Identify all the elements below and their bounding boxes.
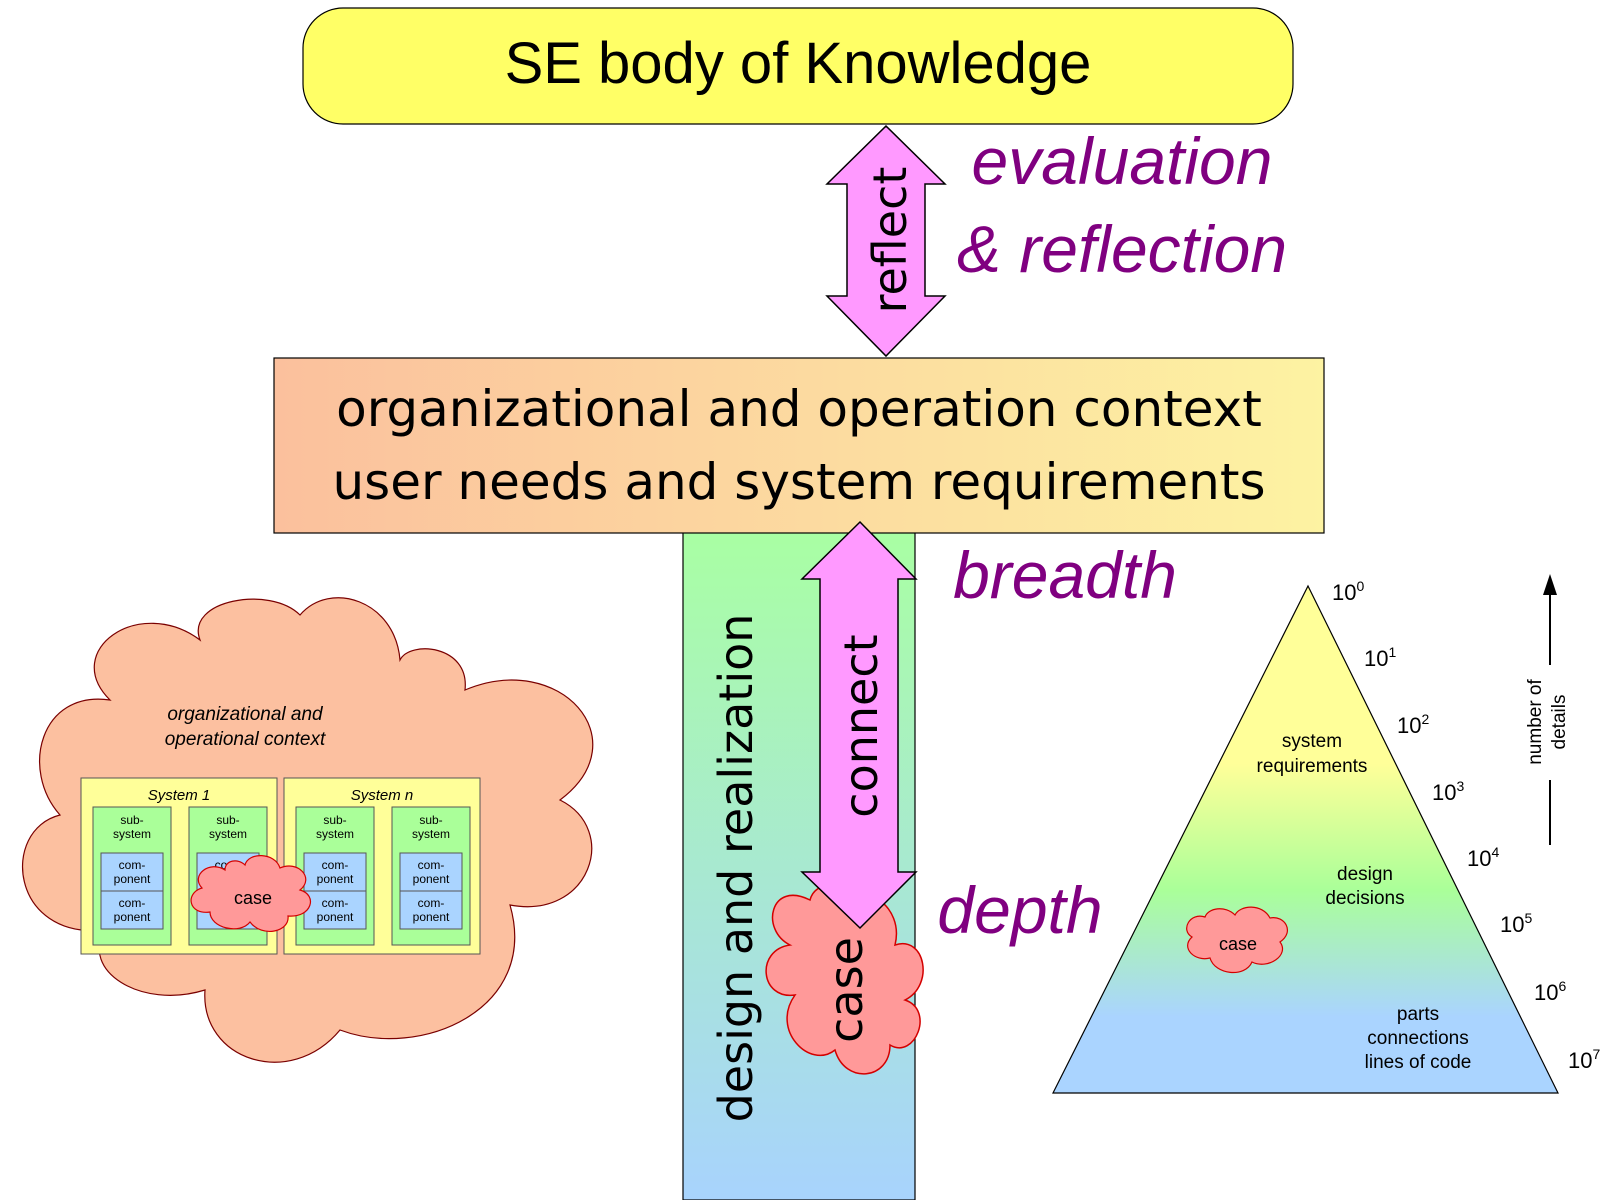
component-label-2: ponent bbox=[114, 910, 151, 924]
context-line-1: organizational and operation context bbox=[336, 380, 1262, 438]
up-arrow-icon bbox=[1543, 574, 1557, 595]
axis-label-line-2: details bbox=[1549, 695, 1570, 750]
case-cloud-label: case bbox=[819, 937, 873, 1043]
component-label-1: com- bbox=[322, 896, 349, 910]
connect-label: connect bbox=[834, 634, 888, 817]
subsystem-label-2: system bbox=[412, 827, 450, 841]
subsystem-box: sub- system com- ponent com- ponent bbox=[295, 806, 375, 946]
context-cloud-diagram: organizational and operational context S… bbox=[21, 597, 594, 1063]
cloud-title-line-1: organizational and bbox=[167, 704, 324, 725]
system-n-label: System n bbox=[351, 787, 414, 804]
pyramid-level-label: 107 bbox=[1568, 1046, 1600, 1073]
reflect-label: reflect bbox=[863, 167, 917, 314]
pyramid-req-line-1: system bbox=[1282, 731, 1342, 752]
pyramid-case-cloud: case bbox=[1186, 906, 1288, 974]
subsystem-label-1: sub- bbox=[216, 813, 239, 827]
component-label-2: ponent bbox=[317, 872, 354, 886]
pyramid-level-label: 105 bbox=[1500, 910, 1532, 937]
component-label-2: ponent bbox=[413, 910, 450, 924]
component-label-1: com- bbox=[119, 896, 146, 910]
system-1-label: System 1 bbox=[148, 787, 211, 804]
pyramid-design-line-2: decisions bbox=[1325, 888, 1404, 909]
context-box: organizational and operation context use… bbox=[273, 357, 1325, 534]
pyramid-level-label: 106 bbox=[1534, 978, 1566, 1005]
se-body-of-knowledge-box: SE body of Knowledge bbox=[302, 7, 1294, 125]
pyramid-design-line-1: design bbox=[1337, 864, 1393, 885]
depth-text: depth bbox=[937, 873, 1102, 947]
subsystem-label-2: system bbox=[316, 827, 354, 841]
pyramid-req-line-2: requirements bbox=[1257, 756, 1368, 777]
pyramid-level-label: 101 bbox=[1364, 644, 1396, 671]
small-case-label: case bbox=[234, 888, 272, 908]
pyramid-level-labels: 100 101 102 103 104 105 106 107 bbox=[1332, 578, 1600, 1073]
pyramid-level-label: 102 bbox=[1397, 711, 1429, 738]
subsystem-box: sub- system com- ponent com- ponent bbox=[391, 806, 471, 946]
detail-pyramid: system requirements design decisions par… bbox=[1052, 578, 1600, 1094]
evaluation-text: evaluation bbox=[972, 124, 1273, 198]
small-case-cloud: case bbox=[190, 855, 311, 932]
component-label-1: com- bbox=[119, 858, 146, 872]
reflection-text: & reflection bbox=[957, 212, 1287, 286]
component-label-2: ponent bbox=[413, 872, 450, 886]
cloud-title-line-2: operational context bbox=[165, 729, 326, 750]
subsystem-label-1: sub- bbox=[120, 813, 143, 827]
subsystem-label-2: system bbox=[209, 827, 247, 841]
subsystem-label-1: sub- bbox=[419, 813, 442, 827]
context-line-2: user needs and system requirements bbox=[332, 453, 1265, 511]
subsystem-label-1: sub- bbox=[323, 813, 346, 827]
pyramid-parts-line-1: parts bbox=[1397, 1004, 1439, 1025]
design-realization-label: design and realization bbox=[709, 614, 763, 1123]
component-label-1: com- bbox=[418, 896, 445, 910]
connect-arrow: connect bbox=[800, 520, 918, 930]
axis-label-line-1: number of bbox=[1525, 679, 1546, 765]
pyramid-parts-line-2: connections bbox=[1367, 1028, 1468, 1049]
reflect-arrow: reflect bbox=[825, 124, 947, 358]
pyramid-level-label: 104 bbox=[1467, 844, 1499, 871]
number-of-details-axis: number of details bbox=[1525, 574, 1570, 845]
pyramid-parts-line-3: lines of code bbox=[1365, 1052, 1472, 1073]
se-body-of-knowledge-label: SE body of Knowledge bbox=[505, 31, 1092, 96]
case-cloud: case bbox=[765, 884, 924, 1075]
pyramid-level-label: 100 bbox=[1332, 578, 1364, 605]
pyramid-level-label: 103 bbox=[1432, 778, 1464, 805]
subsystem-label-2: system bbox=[113, 827, 151, 841]
pyramid-case-label: case bbox=[1219, 934, 1257, 954]
subsystem-box: sub- system com- ponent com- ponent bbox=[92, 806, 172, 946]
component-label-1: com- bbox=[418, 858, 445, 872]
component-label-1: com- bbox=[322, 858, 349, 872]
component-label-2: ponent bbox=[317, 910, 354, 924]
breadth-text: breadth bbox=[953, 538, 1177, 612]
component-label-2: ponent bbox=[114, 872, 151, 886]
system-n-box: System n sub- system com- ponent com- po… bbox=[283, 777, 481, 955]
